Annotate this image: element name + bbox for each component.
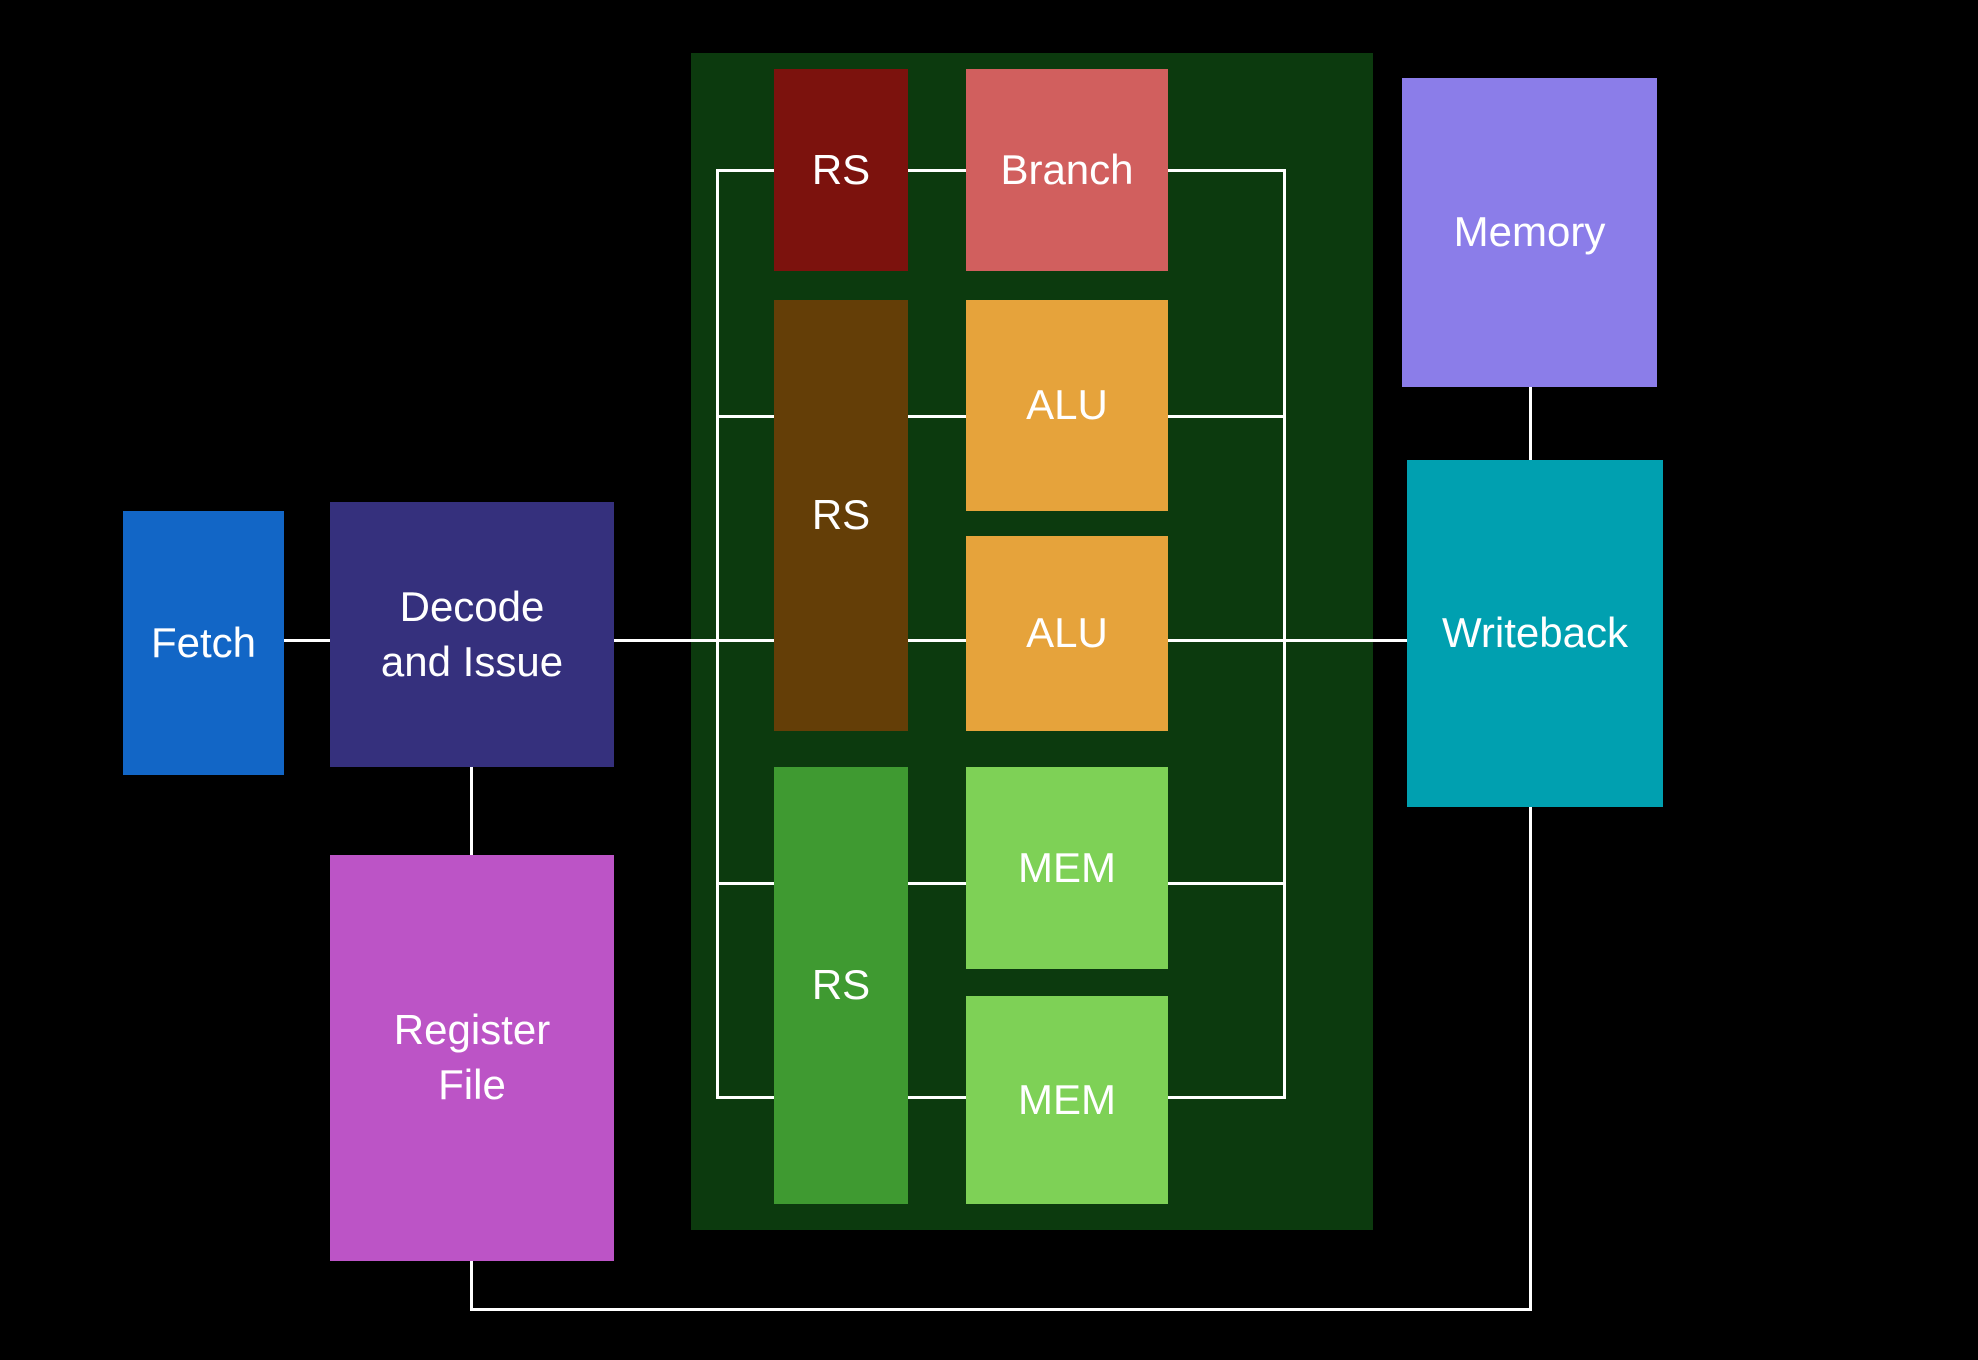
decode-issue-block: Decode and Issue	[330, 502, 614, 767]
edge-decode-registerfile	[470, 767, 473, 855]
edge-resultbus-writeback	[1283, 639, 1407, 642]
rs-mem-block: RS	[774, 767, 908, 1204]
rs-branch-block: RS	[774, 69, 908, 271]
edge-issuebus-rsalu	[716, 415, 774, 418]
edge-issuebus-rsbranch	[716, 169, 774, 172]
rs-alu-block: RS	[774, 300, 908, 731]
edge-issuebus-rsmem-top	[716, 882, 774, 885]
register-file-label: Register File	[393, 1006, 551, 1108]
alu1-block: ALU	[966, 300, 1168, 511]
edge-alu1-resultbus	[1168, 415, 1283, 418]
result-bus	[1283, 169, 1286, 1099]
edge-fetch-decode	[284, 639, 330, 642]
issue-bus	[716, 169, 719, 1099]
edge-writeback-loop-down	[1529, 807, 1532, 1311]
mem1-label: MEM	[1018, 843, 1116, 891]
edge-decode-issuebus-rs	[614, 639, 774, 642]
edge-mem2-resultbus	[1168, 1096, 1283, 1099]
memory-block: Memory	[1402, 78, 1657, 387]
rs-alu-label: RS	[811, 491, 871, 539]
edge-registerfile-loop-up	[470, 1261, 473, 1311]
writeback-block: Writeback	[1407, 460, 1663, 807]
edge-rsalu-alu1	[908, 415, 966, 418]
mem1-block: MEM	[966, 767, 1168, 969]
decode-issue-label: Decode and Issue	[380, 582, 564, 685]
mem2-label: MEM	[1018, 1075, 1116, 1123]
memory-label: Memory	[1453, 208, 1606, 256]
edge-branch-resultbus	[1168, 169, 1283, 172]
rs-mem-label: RS	[811, 961, 871, 1009]
alu1-label: ALU	[1026, 381, 1108, 429]
branch-unit-label: Branch	[1000, 145, 1134, 193]
edge-writeback-loop-horizontal	[470, 1308, 1532, 1311]
edge-rsmem-mem1	[908, 882, 966, 885]
edge-rsbranch-branch	[908, 169, 966, 172]
edge-memory-writeback	[1529, 387, 1532, 460]
branch-unit-block: Branch	[966, 69, 1168, 271]
register-file-block: Register File	[330, 855, 614, 1261]
rs-branch-label: RS	[811, 145, 871, 193]
edge-rsalu-alu2	[908, 639, 966, 642]
alu2-block: ALU	[966, 536, 1168, 731]
writeback-label: Writeback	[1442, 609, 1628, 657]
edge-issuebus-rsmem-bottom	[716, 1096, 774, 1099]
edge-rsmem-mem2	[908, 1096, 966, 1099]
fetch-label: Fetch	[150, 618, 257, 666]
alu2-label: ALU	[1026, 609, 1108, 657]
mem2-block: MEM	[966, 996, 1168, 1204]
edge-mem1-resultbus	[1168, 882, 1283, 885]
edge-alu2-resultbus	[1168, 639, 1283, 642]
fetch-block: Fetch	[123, 511, 284, 775]
